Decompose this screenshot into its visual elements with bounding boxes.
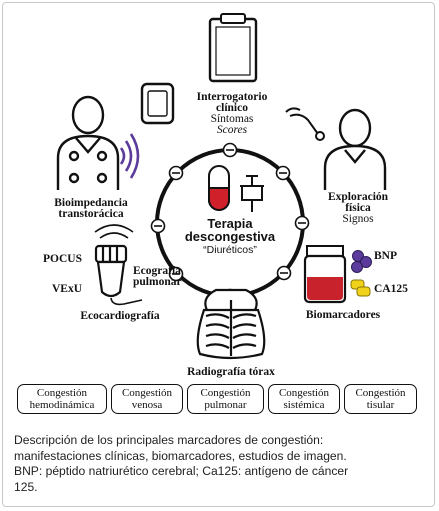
bnp-molecule-icon [351, 250, 372, 273]
congestion-box-line2: venosa [131, 399, 163, 411]
doctor-icon [285, 107, 387, 190]
exploracion-title-2: física [345, 202, 371, 214]
connector-lower-left [168, 266, 184, 282]
ecografia-title-2: pulmonar [133, 276, 182, 288]
biomarcadores-title: Biomarcadores [306, 309, 381, 321]
ecocardiografia-label: Ecocardiografía [80, 310, 159, 322]
flask-icon [303, 245, 347, 304]
congestion-box-line2: tisular [366, 399, 395, 411]
connector-upper-left [168, 165, 184, 181]
caption-line-1: Descripción de los principales marcadore… [14, 433, 324, 447]
congestion-box-line1: Congestión [121, 387, 173, 399]
interrogatorio-sintomas: Síntomas [211, 113, 254, 125]
chest-xray-icon [196, 288, 266, 360]
patient-wearable-icon [56, 95, 140, 190]
interrogatorio-title-2: clínico [216, 102, 248, 114]
figure-caption: Descripción de los principales marcadore… [14, 433, 430, 495]
center-title-1: Terapia [207, 216, 253, 231]
congestion-box-line1: Congestión [278, 387, 330, 399]
exploracion-signos: Signos [342, 213, 374, 225]
exploracion-title-1: Exploración [328, 191, 389, 203]
bnp-label: BNP [374, 250, 397, 262]
interrogatorio-scores: Scores [217, 124, 248, 136]
connector-left [150, 218, 166, 234]
ecografia-title-1: Ecografía [133, 265, 181, 277]
smartwatch-icon [140, 82, 175, 125]
interrogatorio-title-1: Interrogatorio [197, 91, 268, 103]
center-subtitle: “Diuréticos” [203, 244, 257, 256]
vexu-label: VExU [52, 283, 83, 295]
congestion-diagram: Terapia descongestiva “Diuréticos” Inter… [43, 13, 408, 378]
ca125-label: CA125 [374, 283, 408, 295]
connector-right [294, 215, 310, 231]
congestion-box-line2: sistémica [283, 399, 325, 411]
congestion-box-line2: pulmonar [204, 399, 247, 411]
caption-line-2: manifestaciones clínicas, biomarcadores,… [14, 448, 347, 463]
congestion-box-line1: Congestión [355, 387, 406, 399]
pill-icon [208, 165, 230, 211]
congestion-box-line1: Congestión [200, 387, 251, 399]
caption-line-4: 125. [14, 479, 38, 494]
radiografia-title: Radiografía tórax [187, 366, 275, 378]
bioimpedancia-title-2: transtorácica [58, 208, 123, 220]
pocus-label: POCUS [43, 253, 82, 265]
ultrasound-probe-icon [94, 224, 143, 306]
clipboard-icon [208, 13, 258, 83]
connector-upper-right [275, 165, 291, 181]
congestion-box-line1: Congestión [36, 387, 88, 399]
congestion-box-line2: hemodinámica [29, 399, 95, 411]
bioimpedancia-title-1: Bioimpedancia [54, 197, 128, 209]
ca125-marker-icon [350, 279, 371, 297]
connector-top [222, 142, 238, 158]
caption-line-3: BNP: péptido natriurético cerebral; Ca12… [14, 464, 349, 478]
center-title-2: descongestiva [185, 229, 276, 244]
syringe-icon [240, 175, 264, 212]
connector-lower-right [276, 265, 292, 281]
